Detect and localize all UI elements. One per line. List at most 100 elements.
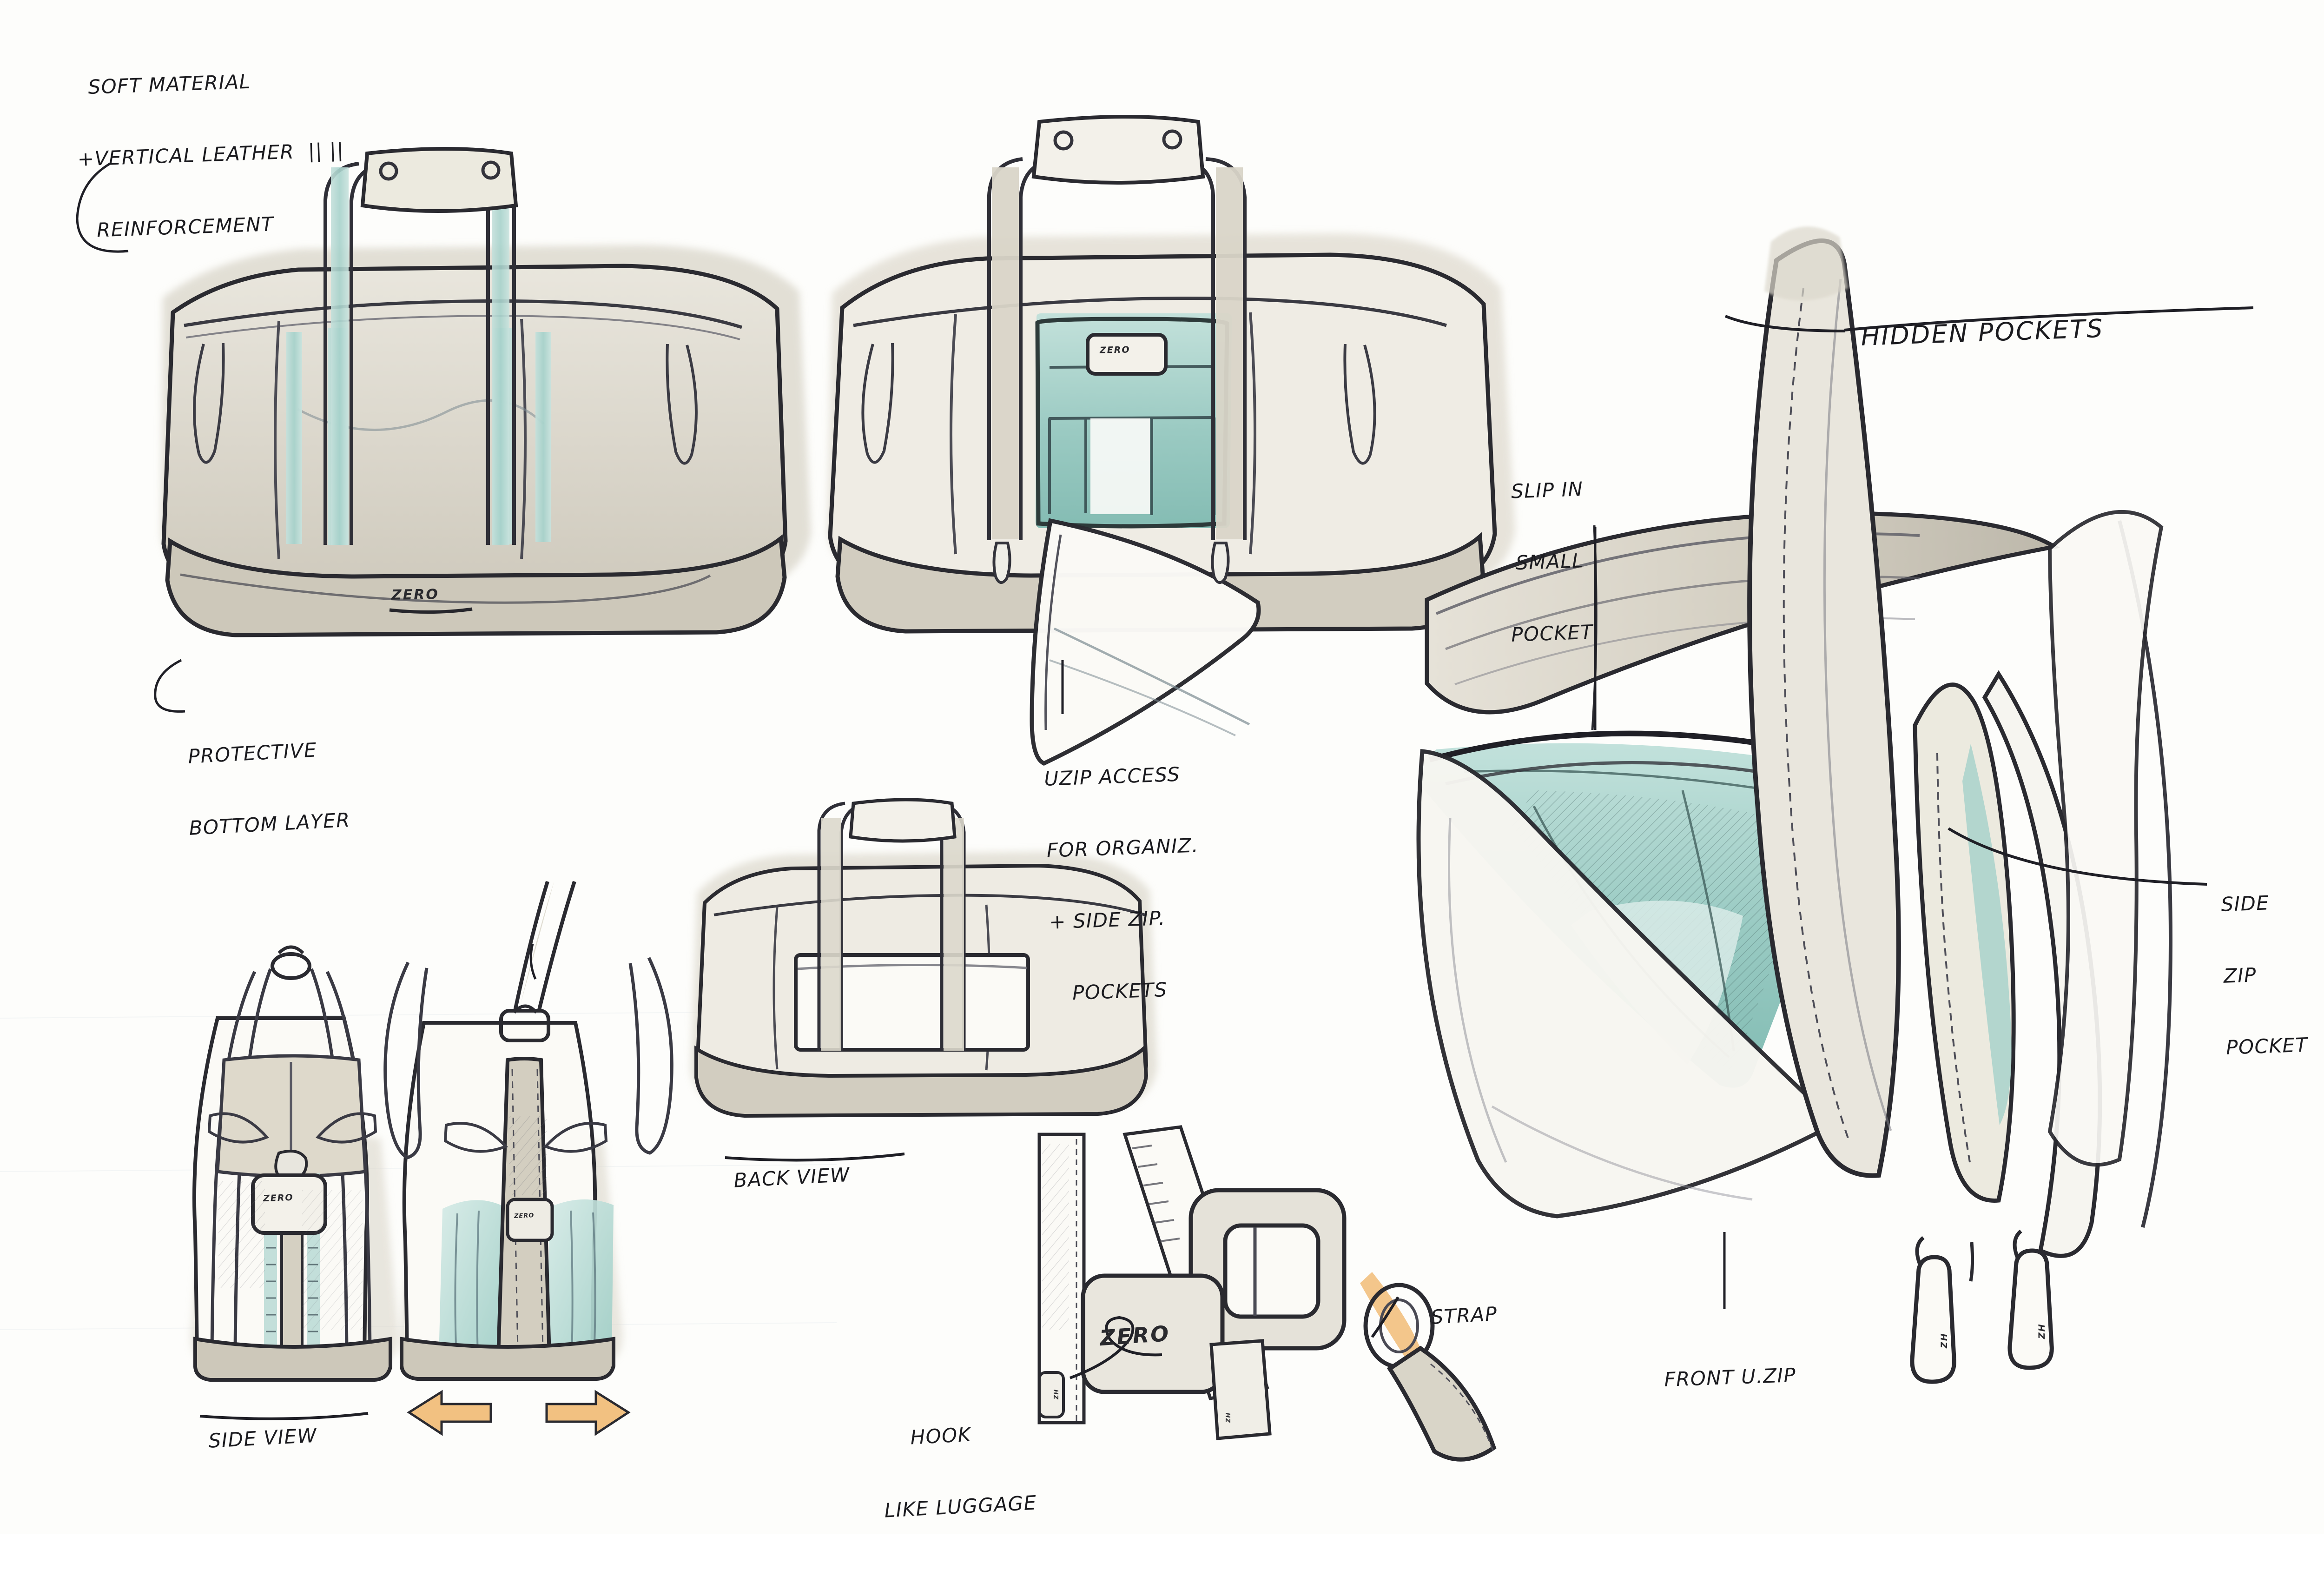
exp-wing-left (443, 1122, 508, 1153)
flap-contour-1 (1448, 818, 1507, 1163)
brand-underline (389, 607, 473, 614)
annotation-line: PROTECTIVE (187, 738, 318, 768)
open-top-seam (853, 297, 1447, 327)
annotation-line: ZIP (2223, 963, 2257, 987)
brand-mark-front: ZERO (391, 586, 440, 603)
open-side-loop-left (861, 343, 894, 464)
brand-patch-interior: ZERO (1099, 344, 1130, 356)
back-slip-pocket (794, 953, 1030, 1052)
bottom-layer-seam (180, 573, 711, 604)
leader-hook-squiggle (1069, 1316, 1162, 1379)
underline-back-view (725, 1153, 905, 1162)
open-gusset-right (1249, 312, 1256, 555)
u-zip-flap (1030, 518, 1261, 766)
annotation-strap: STRAP (1428, 1255, 1500, 1377)
open-rivet-left-icon (1053, 130, 1074, 151)
zip-tape-stub (1969, 1242, 1974, 1282)
buckle-inner-window (1223, 1223, 1320, 1319)
strap-stitching (511, 1069, 544, 1351)
protective-bottom-layer (165, 534, 787, 637)
zipper-pull-mark-right: ZH (2037, 1323, 2047, 1339)
loose-handle-left (383, 961, 429, 1159)
leader-strap-tick (1371, 1296, 1400, 1338)
flap-shading-2 (1049, 659, 1236, 736)
main-vertical-strap (1747, 238, 1901, 1178)
side-hatch-left (218, 1181, 265, 1288)
brand-badge-side-expanded: ZERO (514, 1212, 535, 1220)
view-hidden-pocket-detail (1416, 226, 2173, 1384)
brand-badge-side-closed: ZERO (263, 1192, 294, 1204)
main-strap-contour (1823, 278, 1892, 1131)
open-gusset-left (950, 314, 957, 555)
zipper-pull-right (2007, 1248, 2054, 1370)
open-handle-fill-left (992, 167, 1019, 539)
right-side-panel (2047, 510, 2164, 1167)
annotation-line: SOFT MATERIAL (87, 70, 251, 99)
zipper-pull-mark-hardware-right: ZH (1225, 1412, 1232, 1423)
diagonal-zip-teeth (1132, 1145, 1180, 1242)
annotation-line: SLIP IN (1511, 477, 1584, 503)
annotation-hook-like-luggage: HOOK LIKE LUGGAGE (878, 1372, 1040, 1570)
flap-fold-line (1044, 534, 1062, 730)
gusset-crease-left (274, 320, 280, 559)
webbing-tab (1038, 1371, 1065, 1418)
rivet-left-icon (379, 161, 398, 181)
shoulder-strap-fill (521, 881, 554, 1004)
organizer-card (1090, 418, 1150, 514)
teal-inner-left (439, 1200, 507, 1363)
teal-inner-right (546, 1199, 614, 1364)
annotation-line: HIDDEN POCKETS (1860, 313, 2105, 351)
open-rivet-right-icon (1162, 129, 1182, 150)
zipper-pull-mark-left: ZH (1939, 1332, 1949, 1348)
side-loop-left (193, 343, 225, 464)
side-closed-base (193, 1337, 392, 1382)
underline-side-view (199, 1412, 369, 1420)
annotation-side-zip-pocket: SIDE ZIP POCKET (2219, 842, 2310, 1107)
annotation-line: BACK VIEW (733, 1163, 851, 1192)
annotation-line: BOTTOM LAYER (188, 808, 351, 840)
flap-shading-1 (1053, 627, 1250, 726)
annotation-line: SMALL (1515, 549, 1584, 575)
view-side-expanded (383, 881, 673, 1436)
arrow-left-icon (407, 1390, 492, 1436)
annotation-side-view: SIDE VIEW (205, 1376, 320, 1501)
expansion-arrows (407, 1390, 631, 1436)
zip-pull-left (992, 542, 1011, 584)
leader-lines (76, 161, 2254, 1420)
handle-knot-top (277, 945, 304, 954)
open-handle-wrap-plate (1031, 115, 1205, 185)
view-front-three-quarter (161, 147, 811, 637)
leader-protective-bottom (154, 659, 185, 713)
exp-wing-right (543, 1122, 608, 1153)
annotation-uzip-access: UZIP ACCESS FOR ORGANIZ. + SIDE ZIP. POC… (1042, 715, 1206, 1053)
open-side-loop-right (1343, 344, 1376, 465)
handle-knot (271, 952, 311, 980)
second-strap-stitching (1936, 753, 1971, 1163)
annotation-line: + SIDE ZIP. (1049, 906, 1166, 934)
underline-hidden-pockets (1844, 306, 2254, 331)
outer-flap-panel (1416, 749, 1840, 1219)
back-handle-fill-left (821, 818, 841, 1051)
handle-teal-inner-right (492, 167, 509, 545)
annotation-line: POCKET (2225, 1033, 2309, 1059)
annotation-line: LIKE LUGGAGE (884, 1491, 1037, 1522)
flap-contour-2 (1491, 1105, 1753, 1201)
back-handle-wrap (849, 798, 957, 843)
loose-handle-right (628, 957, 673, 1155)
back-handle-fill-right (944, 818, 964, 1051)
annotation-line: REINFORCEMENT (96, 212, 274, 242)
main-strap-stitching (1783, 288, 1849, 1139)
buckle-strap-tail (1209, 1339, 1272, 1440)
teal-side-zip-sliver (1962, 744, 2012, 1125)
annotation-line: FOR ORGANIZ. (1046, 834, 1199, 862)
zipper-pull-left (1910, 1255, 1956, 1384)
sketch-sheet: SOFT MATERIAL +VERTICAL LEATHER || || RE… (76, 19, 2310, 1522)
annotation-soft-material: SOFT MATERIAL +VERTICAL LEATHER || || RE… (77, 19, 349, 290)
leader-misc (529, 943, 537, 980)
shoulder-strap-edge-a (513, 881, 549, 1011)
view-open-u-zip (827, 115, 1515, 766)
annotation-line: POCKETS (1051, 978, 1168, 1005)
strap-top-wash (1764, 226, 1848, 301)
leader-hidden-pockets-left (1724, 315, 1846, 332)
side-hatch-right (302, 1190, 363, 1330)
